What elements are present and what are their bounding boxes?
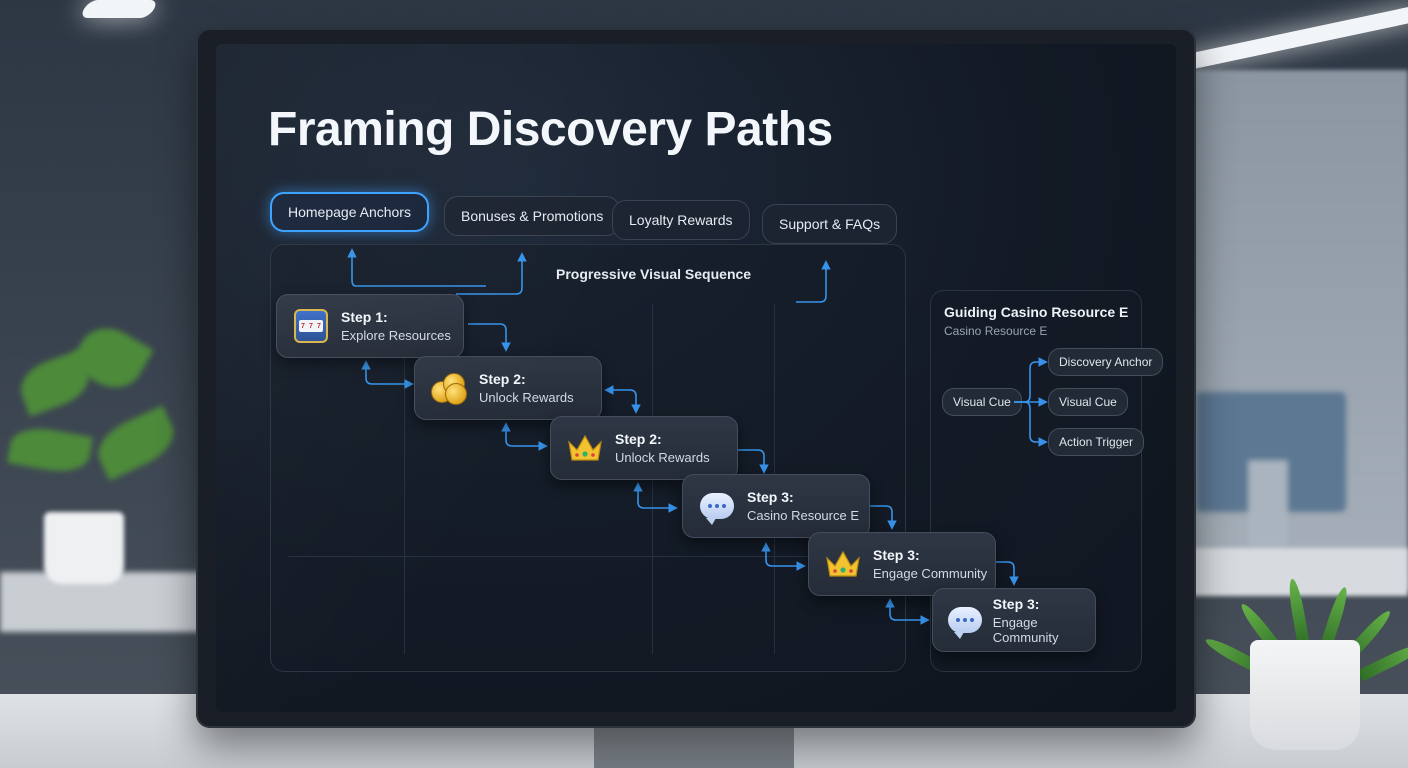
- chat-bubble-icon: [947, 600, 983, 640]
- background-monitor-stand: [1248, 460, 1288, 550]
- step-card-5[interactable]: Step 3: Engage Community: [808, 532, 996, 596]
- step-subtitle: Engage Community: [873, 566, 987, 581]
- step-subtitle: Explore Resources: [341, 328, 451, 343]
- plant-leaf: [90, 405, 182, 480]
- step-title: Step 3:: [993, 596, 1095, 612]
- crown-icon: [823, 544, 863, 584]
- node-discovery-anchor[interactable]: Discovery Anchor: [1048, 348, 1163, 376]
- node-label: Visual Cue: [1059, 395, 1117, 409]
- step-title: Step 2:: [615, 431, 710, 447]
- step-title: Step 3:: [747, 489, 859, 505]
- plant-pot: [44, 512, 124, 584]
- step-subtitle: Unlock Rewards: [479, 390, 574, 405]
- ceiling-light: [79, 0, 159, 18]
- step-title: Step 2:: [479, 371, 574, 387]
- tab-bonuses-promotions[interactable]: Bonuses & Promotions: [444, 196, 620, 236]
- coins-icon: [429, 368, 469, 408]
- guide-subtitle: Casino Resource E: [944, 324, 1047, 338]
- step-card-4[interactable]: Step 3: Casino Resource E: [682, 474, 870, 538]
- grid-line: [288, 556, 888, 557]
- tab-loyalty-rewards[interactable]: Loyalty Rewards: [612, 200, 750, 240]
- page-title: Framing Discovery Paths: [268, 102, 833, 157]
- monitor: Framing Discovery Paths Homepage Anchors…: [196, 28, 1196, 728]
- tab-label: Bonuses & Promotions: [461, 208, 603, 224]
- node-label: Visual Cue: [953, 395, 1011, 409]
- plant-leaf: [7, 423, 93, 476]
- sequence-label: Progressive Visual Sequence: [556, 266, 751, 282]
- step-title: Step 3:: [873, 547, 987, 563]
- step-card-6[interactable]: Step 3: Engage Community: [932, 588, 1096, 652]
- step-subtitle: Unlock Rewards: [615, 450, 710, 465]
- guide-title: Guiding Casino Resource E: [944, 304, 1128, 320]
- node-label: Action Trigger: [1059, 435, 1133, 449]
- chat-bubble-icon: [697, 486, 737, 526]
- crown-icon: [565, 428, 605, 468]
- tab-label: Loyalty Rewards: [629, 212, 733, 228]
- step-title: Step 1:: [341, 309, 451, 325]
- node-visual-cue[interactable]: Visual Cue: [1048, 388, 1128, 416]
- node-label: Discovery Anchor: [1059, 355, 1152, 369]
- tab-homepage-anchors[interactable]: Homepage Anchors: [270, 192, 429, 232]
- step-card-2[interactable]: Step 2: Unlock Rewards: [414, 356, 602, 420]
- monitor-stand: [594, 722, 794, 768]
- tab-label: Homepage Anchors: [288, 204, 411, 220]
- node-visual-cue-source[interactable]: Visual Cue: [942, 388, 1022, 416]
- node-action-trigger[interactable]: Action Trigger: [1048, 428, 1144, 456]
- background-wall: [1168, 70, 1408, 590]
- step-subtitle: Engage Community: [993, 615, 1095, 645]
- step-subtitle: Casino Resource E: [747, 508, 859, 523]
- step-card-3[interactable]: Step 2: Unlock Rewards: [550, 416, 738, 480]
- plant-pot: [1250, 640, 1360, 750]
- tab-support-faqs[interactable]: Support & FAQs: [762, 204, 897, 244]
- tab-label: Support & FAQs: [779, 216, 880, 232]
- screen: Framing Discovery Paths Homepage Anchors…: [216, 44, 1176, 712]
